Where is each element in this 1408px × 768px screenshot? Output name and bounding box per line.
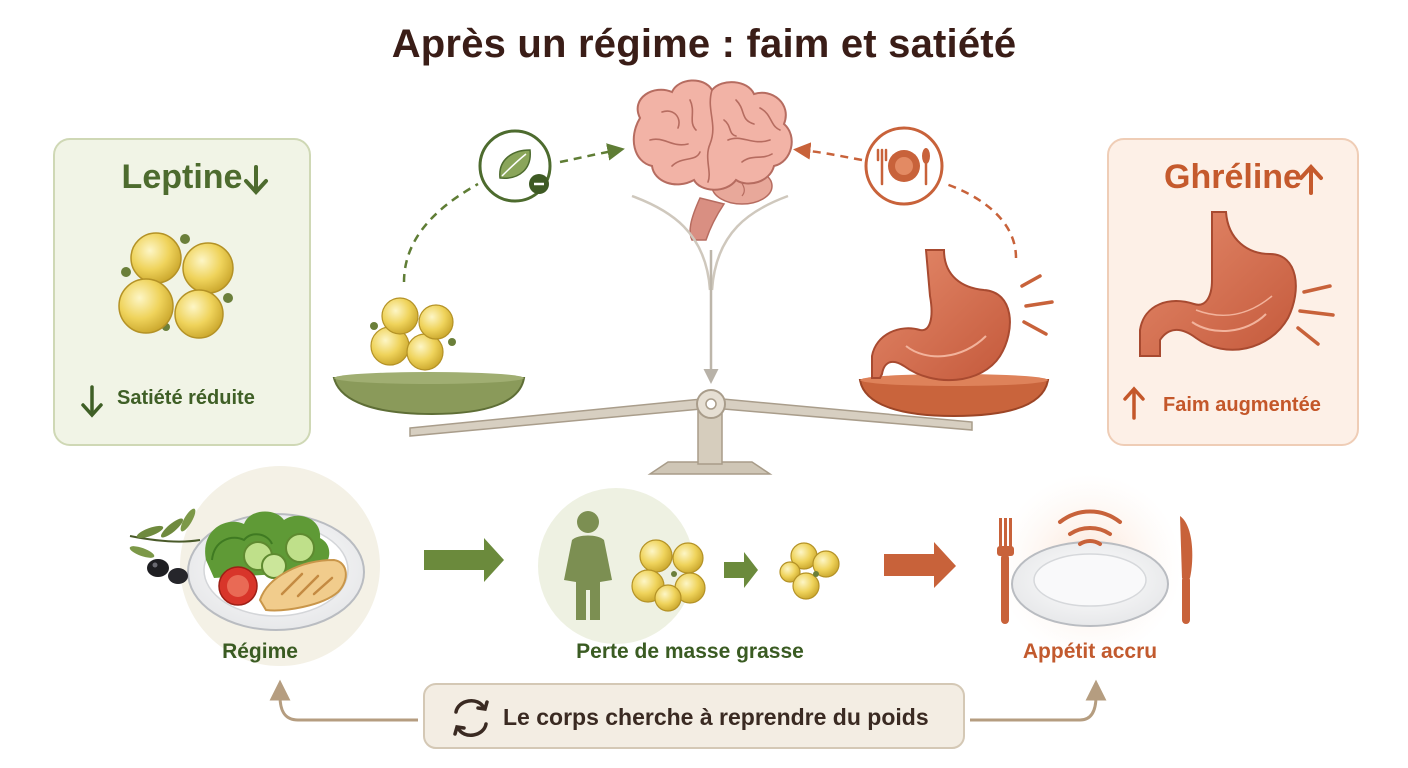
cycle-refresh-icon [453,699,489,737]
cycle-return-to-appetite-arrow [970,679,1107,722]
knife-icon [1180,516,1193,624]
left-pan-fat-cells-icon [370,297,456,371]
ghrelin-label: Ghréline [1164,158,1302,196]
fat-shrink-arrow [724,552,758,588]
empty-plate-icon [997,474,1193,658]
cycle-return-to-diet-arrow [269,679,418,722]
diet-to-fat-arrow [424,538,504,582]
diet-salad-icon [129,466,380,666]
step-appetite-label: Appétit accru [1022,640,1158,663]
nerve-lines [631,194,789,291]
small-fat-cells-icon [779,542,840,600]
hunger-meal-icon [864,126,944,206]
ghrelin-panel [1107,138,1359,446]
leptin-panel [53,138,311,446]
right-pan-hunger-signal-icon [1020,274,1054,336]
satiety-down-arrow-icon [81,385,103,418]
leptin-signal-dashed-line [402,182,479,283]
ghrelin-up-arrow-icon [1299,164,1323,195]
ghrelin-signal-dashed-line [945,182,1018,259]
olive-branch-icon [129,508,201,584]
balance-scale [409,389,973,475]
brain-icon [632,79,793,241]
satiety-signal-icon [478,129,552,203]
leptin-label: Leptine [121,158,243,196]
left-scale-pan [332,372,526,416]
hunger-signal-icon [1296,284,1335,346]
fat-loss-icon [538,488,706,644]
stomach-icon [1139,211,1297,357]
right-pan-stomach-icon [871,249,1011,382]
fat-cells-icon [118,232,234,339]
fat-to-appetite-arrow [884,542,956,588]
ghrelin-effect-label: Faim augmentée [1163,394,1321,416]
leptin-down-arrow-icon [244,165,268,195]
satiety-to-brain-arrow [559,143,625,164]
appetite-up-arrow-icon [1123,386,1145,420]
cycle-box [423,683,965,749]
diagram-title: Après un régime : faim et satiété [391,22,1017,66]
step-fat-loss-label: Perte de masse grasse [576,640,804,663]
step-diet-label: Régime [222,640,298,663]
fork-icon [997,518,1014,624]
hunger-to-brain-arrow [793,142,863,162]
leptin-effect-label: Satiété réduite [117,387,255,409]
cycle-label: Le corps cherche à reprendre du poids [503,704,929,730]
